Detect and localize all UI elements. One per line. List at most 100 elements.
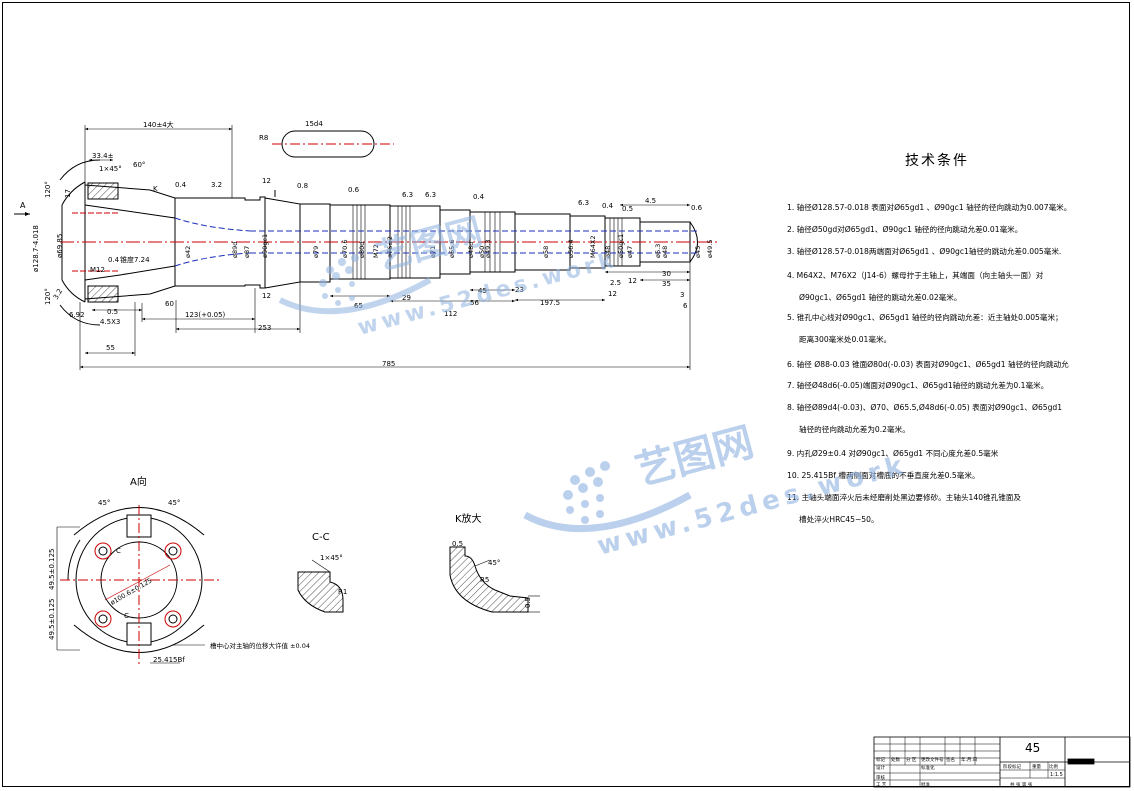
condition-text: 25.415Bf 槽两侧面对槽底的不垂直度允差0.5毫米。 — [801, 471, 980, 480]
diameter-label-7: M72 — [372, 244, 380, 258]
dimension-left-7: 0.4 — [108, 256, 120, 264]
dimension-top-13: 0.4 — [473, 193, 485, 201]
dimension-bottom-4: 12 — [262, 292, 271, 300]
title-block-label-13: 批准 — [921, 781, 930, 788]
dimension-bottom-18: 785 — [382, 360, 395, 368]
dimension-left-4: ø128.7-4.018 — [32, 225, 40, 272]
dimension-top-3: 33.4± — [92, 152, 114, 160]
technical-condition-item: 9. 内孔Ø29±0.4 对Ø90gc1、Ø65gd1 不同心度允差0.5毫米 — [787, 449, 998, 459]
k-dim-2: R5 — [480, 576, 489, 584]
head-slot-lower — [87, 285, 119, 303]
view-arrow-label: A — [20, 201, 26, 210]
title-block-label-4: 签名 — [946, 756, 955, 763]
diameter-label-14: ø58 — [542, 246, 550, 258]
technical-condition-item: 2. 轴径Ø50gd对Ø65gd1、Ø90gc1 轴径的径向跳动允差0.01毫米… — [787, 225, 1022, 235]
technical-condition-item: 8. 轴径Ø89d4(-0.03)、Ø70、Ø65.5,Ø48d6(-0.05)… — [787, 403, 1062, 435]
a-view-dim-3: C — [124, 612, 129, 620]
a-view-dim-2: C — [116, 547, 121, 555]
title-block-label-1: 处数 — [891, 756, 900, 763]
title-block — [873, 736, 1131, 788]
dimension-top-8: 12 — [262, 177, 271, 185]
dimension-left-6: M12 — [90, 266, 105, 274]
cc-section-drawing — [297, 559, 344, 613]
a-view-dim-8: 25.415Bf — [153, 656, 185, 664]
dimension-left-5: ø69.85 — [56, 234, 64, 258]
condition-number: 10. — [787, 471, 802, 480]
dimension-bottom-0: 0.5 — [107, 308, 118, 316]
head-slot-upper — [87, 182, 119, 200]
technical-condition-item: 7. 轴径Ø48d6(-0.05)端面对Ø90gc1、Ø65gd1轴径的跳动允差… — [787, 381, 1048, 391]
condition-text: M64X2、M76X2（J14-6）螺母拧于主轴上，其端面（向主轴头一面）对 — [796, 271, 1044, 280]
title-block-material: 45 — [1025, 741, 1040, 755]
dimension-bottom-13: 2.5 — [610, 279, 621, 287]
title-block-label-12: 工 艺 — [876, 782, 887, 788]
dimension-lines — [79, 125, 691, 370]
condition-text: 轴径Ø48d6(-0.05)端面对Ø90gc1、Ø65gd1轴径的跳动允差为0.… — [796, 381, 1049, 390]
cc-section-hatch — [297, 571, 344, 613]
diameter-label-23: ø49.5 — [706, 240, 714, 258]
condition-number: 5. — [787, 313, 797, 322]
dimension-bottom-17: 35 — [662, 280, 671, 288]
condition-number: 6. — [787, 360, 797, 369]
flange-angle-arc-bottom — [59, 304, 101, 326]
watermark-brand: 艺图网 — [372, 211, 487, 279]
dimension-bottom-10: 56 — [470, 299, 479, 307]
diameter-label-10: ø65.6 — [448, 240, 456, 258]
dimension-top-0: 140±4大 — [143, 120, 174, 129]
condition-number: 1. — [787, 203, 797, 212]
condition-text-continued: Ø90gc1、Ø65gd1 轴径的跳动允差0.02毫米。 — [799, 293, 962, 302]
title-block-label-9: 重量 — [1032, 763, 1041, 770]
condition-number: 3. — [787, 247, 797, 256]
cc-dim-1: R1 — [338, 588, 347, 596]
diameter-label-9: ø71 — [429, 246, 437, 258]
dimension-top-4: 1×45° — [99, 165, 122, 173]
title-block-label-10: 比例 — [1049, 763, 1058, 770]
condition-number: 7. — [787, 381, 797, 390]
dimension-top-2: R8 — [259, 134, 268, 142]
diameter-label-6: ø80d — [358, 242, 366, 258]
condition-text: 主轴头端面淬火后未经磨削处黑边要修砂。主轴头140锥孔锥面及 — [801, 493, 1022, 502]
diameter-label-18: ø50gc1 — [617, 234, 625, 258]
k-detail-label: K放大 — [455, 512, 482, 525]
title-block-scale: 1:1.5 — [1050, 772, 1063, 778]
dimension-top-10: 0.6 — [348, 186, 360, 194]
dimension-bottom-8: 112 — [444, 310, 457, 318]
dimension-left-3: 3.2 — [52, 287, 64, 301]
condition-number: 8. — [787, 403, 797, 412]
flange-angle-arc-top — [59, 159, 101, 181]
condition-number: 2. — [787, 225, 797, 234]
diameter-label-4: ø79 — [312, 246, 320, 258]
dimension-top-17: 0.5 — [622, 205, 633, 213]
cc-dim-0: 1×45° — [320, 554, 343, 562]
a-view-dim-5: 49.5±0.125 — [48, 599, 56, 641]
dimension-top-18: 0.6 — [691, 204, 703, 212]
technical-condition-item: 1. 轴径Ø128.57-0.018 表面对Ø65gd1 、Ø90gc1 轴径的… — [787, 203, 1071, 213]
title-block-label-0: 标记 — [876, 756, 885, 763]
condition-text: 轴径Ø89d4(-0.03)、Ø70、Ø65.5,Ø48d6(-0.05) 表面… — [796, 403, 1063, 412]
condition-number: 4. — [787, 271, 797, 280]
dimension-bottom-11: 23 — [515, 286, 524, 294]
dimension-bottom-12: 197.5 — [540, 299, 560, 307]
title-block-part-no: X62W — [1068, 760, 1083, 766]
diameter-label-20: ø6.3 — [654, 244, 662, 258]
a-view-drawing — [56, 505, 220, 665]
dimension-left-9: 锥度7.24 — [120, 255, 150, 264]
title-block-label-14: 共 张 第 张 — [1010, 781, 1033, 788]
dimension-bottom-19: 55 — [106, 344, 115, 352]
dimension-bottom-14: 12 — [608, 290, 617, 298]
a-view-label: A向 — [130, 475, 147, 488]
cc-section-label: C-C — [312, 532, 330, 543]
diameter-label-13: ø49.3 — [484, 240, 492, 258]
dimension-top-9: 0.8 — [297, 182, 308, 190]
dimension-bottom-7: 29 — [402, 294, 411, 302]
k-dim-1: 45° — [488, 559, 500, 567]
diameter-label-12: ø50 — [478, 246, 486, 258]
k-dim-3: 0.5 — [524, 597, 532, 608]
dimension-top-5: 60° — [133, 161, 145, 169]
dimension-bottom-1: 4.5X3 — [100, 318, 120, 326]
dimension-top-14: 6.3 — [578, 199, 589, 207]
diameter-label-5: ø70.6 — [341, 240, 349, 258]
title-block-label-7: 标准化 — [921, 764, 935, 771]
condition-text-continued: 距离300毫米处0.01毫米。 — [799, 335, 892, 344]
